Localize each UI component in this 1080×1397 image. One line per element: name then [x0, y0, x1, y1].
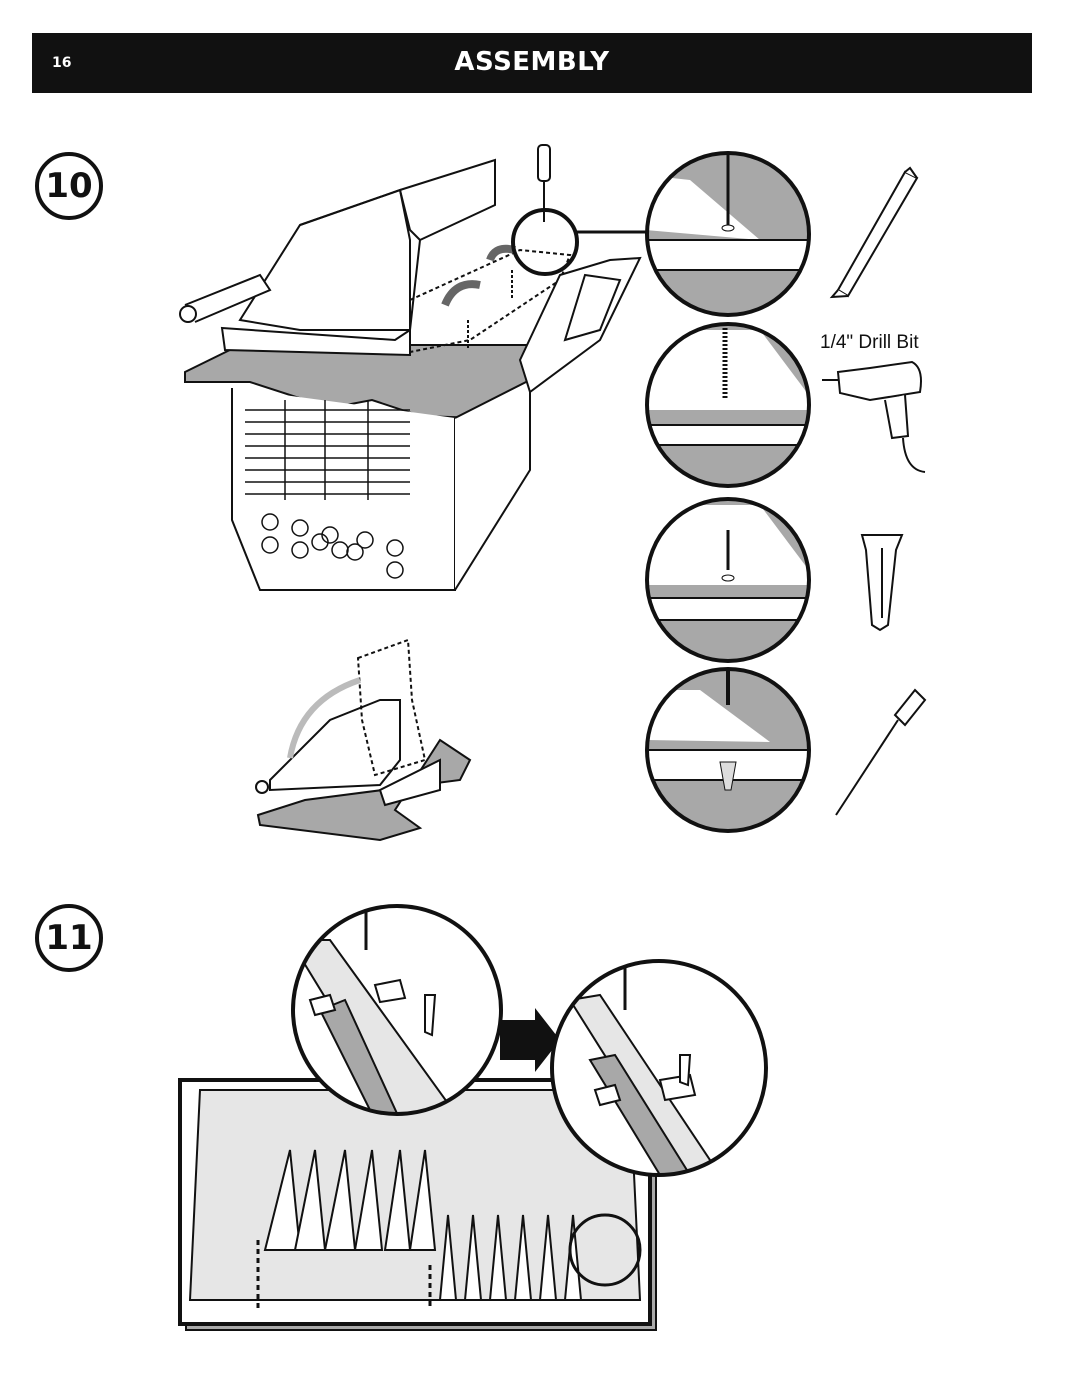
step-number-11: 11 [35, 904, 103, 972]
detail-circle-mark [647, 153, 809, 315]
detail-circle-screw [647, 669, 809, 831]
header-bar: 16 ASSEMBLY [32, 33, 1032, 93]
drill-icon [822, 360, 926, 473]
pencil-icon [829, 166, 919, 299]
detail-circle-after [552, 961, 766, 1175]
detail-circle-drill [647, 324, 809, 486]
detail-circle-anchor [647, 499, 809, 661]
section-title: ASSEMBLY [454, 47, 610, 77]
grill-removal-drawing [255, 638, 472, 842]
detail-circle-before [293, 906, 501, 1114]
grill-island-drawing [179, 144, 648, 591]
wall-anchor-icon [860, 534, 904, 632]
drill-bit-label: 1/4" Drill Bit [820, 332, 919, 353]
page-number: 16 [52, 55, 72, 71]
step-number-10: 10 [35, 152, 103, 220]
screwdriver-icon [835, 688, 927, 816]
arrow-icon [500, 1008, 560, 1072]
